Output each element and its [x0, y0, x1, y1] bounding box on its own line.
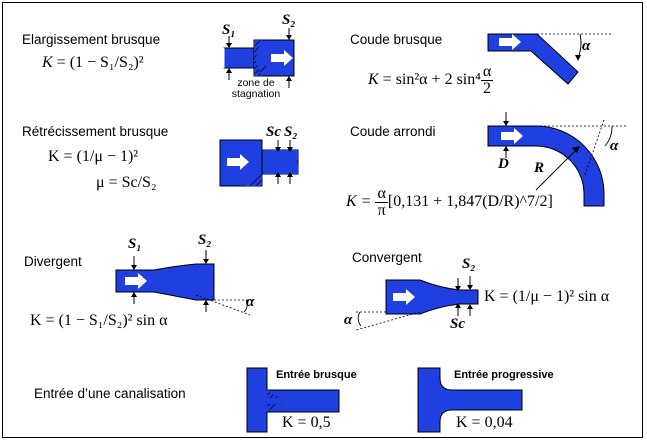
elargissement-s2-label: S₂ — [282, 12, 296, 28]
convergent-s2-label: S₂ — [462, 256, 476, 272]
elargissement-diagram — [223, 28, 295, 88]
diagram-frame — [2, 2, 643, 438]
coude-arrondi-diagram — [487, 112, 628, 207]
entree-brusque-diagram — [246, 367, 340, 433]
convergent-sc-label: Sc — [450, 316, 465, 332]
retrecissement-diagram — [219, 139, 299, 187]
entree-progressive-label: Entrée progressive — [454, 369, 554, 381]
retrecissement-equation-mu: μ = Sc/S₂ — [96, 174, 157, 191]
retrecissement-equation-k: K = (1/μ − 1)² — [48, 148, 139, 165]
divergent-diagram — [115, 250, 252, 316]
convergent-alpha: α — [344, 312, 353, 328]
entree-progressive-diagram — [417, 367, 523, 433]
coude-arrondi-r-label: R — [534, 160, 545, 176]
retrecissement-title: Rétrécissement brusque — [22, 124, 169, 139]
divergent-equation: K = (1 − S₁/S₂)² sin α — [30, 312, 168, 329]
entree-title: Entrée d’une canalisation — [34, 386, 186, 401]
entree-progressive-equation: K = 0,04 — [456, 414, 513, 431]
entree-brusque-equation: K = 0,5 — [282, 414, 331, 431]
coude-brusque-diagram — [487, 33, 612, 85]
coude-arrondi-alpha: α — [610, 138, 619, 154]
entree-brusque-label: Entrée brusque — [276, 369, 357, 381]
elargissement-equation: K = (1 − S₁/S₂)² — [42, 54, 144, 71]
divergent-title: Divergent — [24, 254, 82, 269]
coude-brusque-title: Coude brusque — [350, 32, 443, 47]
divergent-alpha: α — [246, 294, 255, 310]
divergent-s2-label: S₂ — [198, 232, 212, 248]
divergent-s1-label: S₁ — [128, 236, 142, 252]
retrecissement-s2-label: S₂ — [284, 124, 298, 140]
convergent-equation: K = (1/μ − 1)² sin α — [484, 288, 610, 305]
coude-arrondi-d-label: D — [498, 156, 509, 172]
elargissement-title: Elargissement brusque — [22, 32, 161, 47]
coude-arrondi-title: Coude arrondi — [350, 124, 436, 139]
elargissement-s1-label: S₁ — [222, 22, 236, 38]
retrecissement-sc-label: Sc — [266, 124, 281, 140]
convergent-title: Convergent — [352, 250, 422, 265]
convergent-diagram — [355, 276, 479, 331]
coude-brusque-alpha: α — [582, 38, 591, 54]
